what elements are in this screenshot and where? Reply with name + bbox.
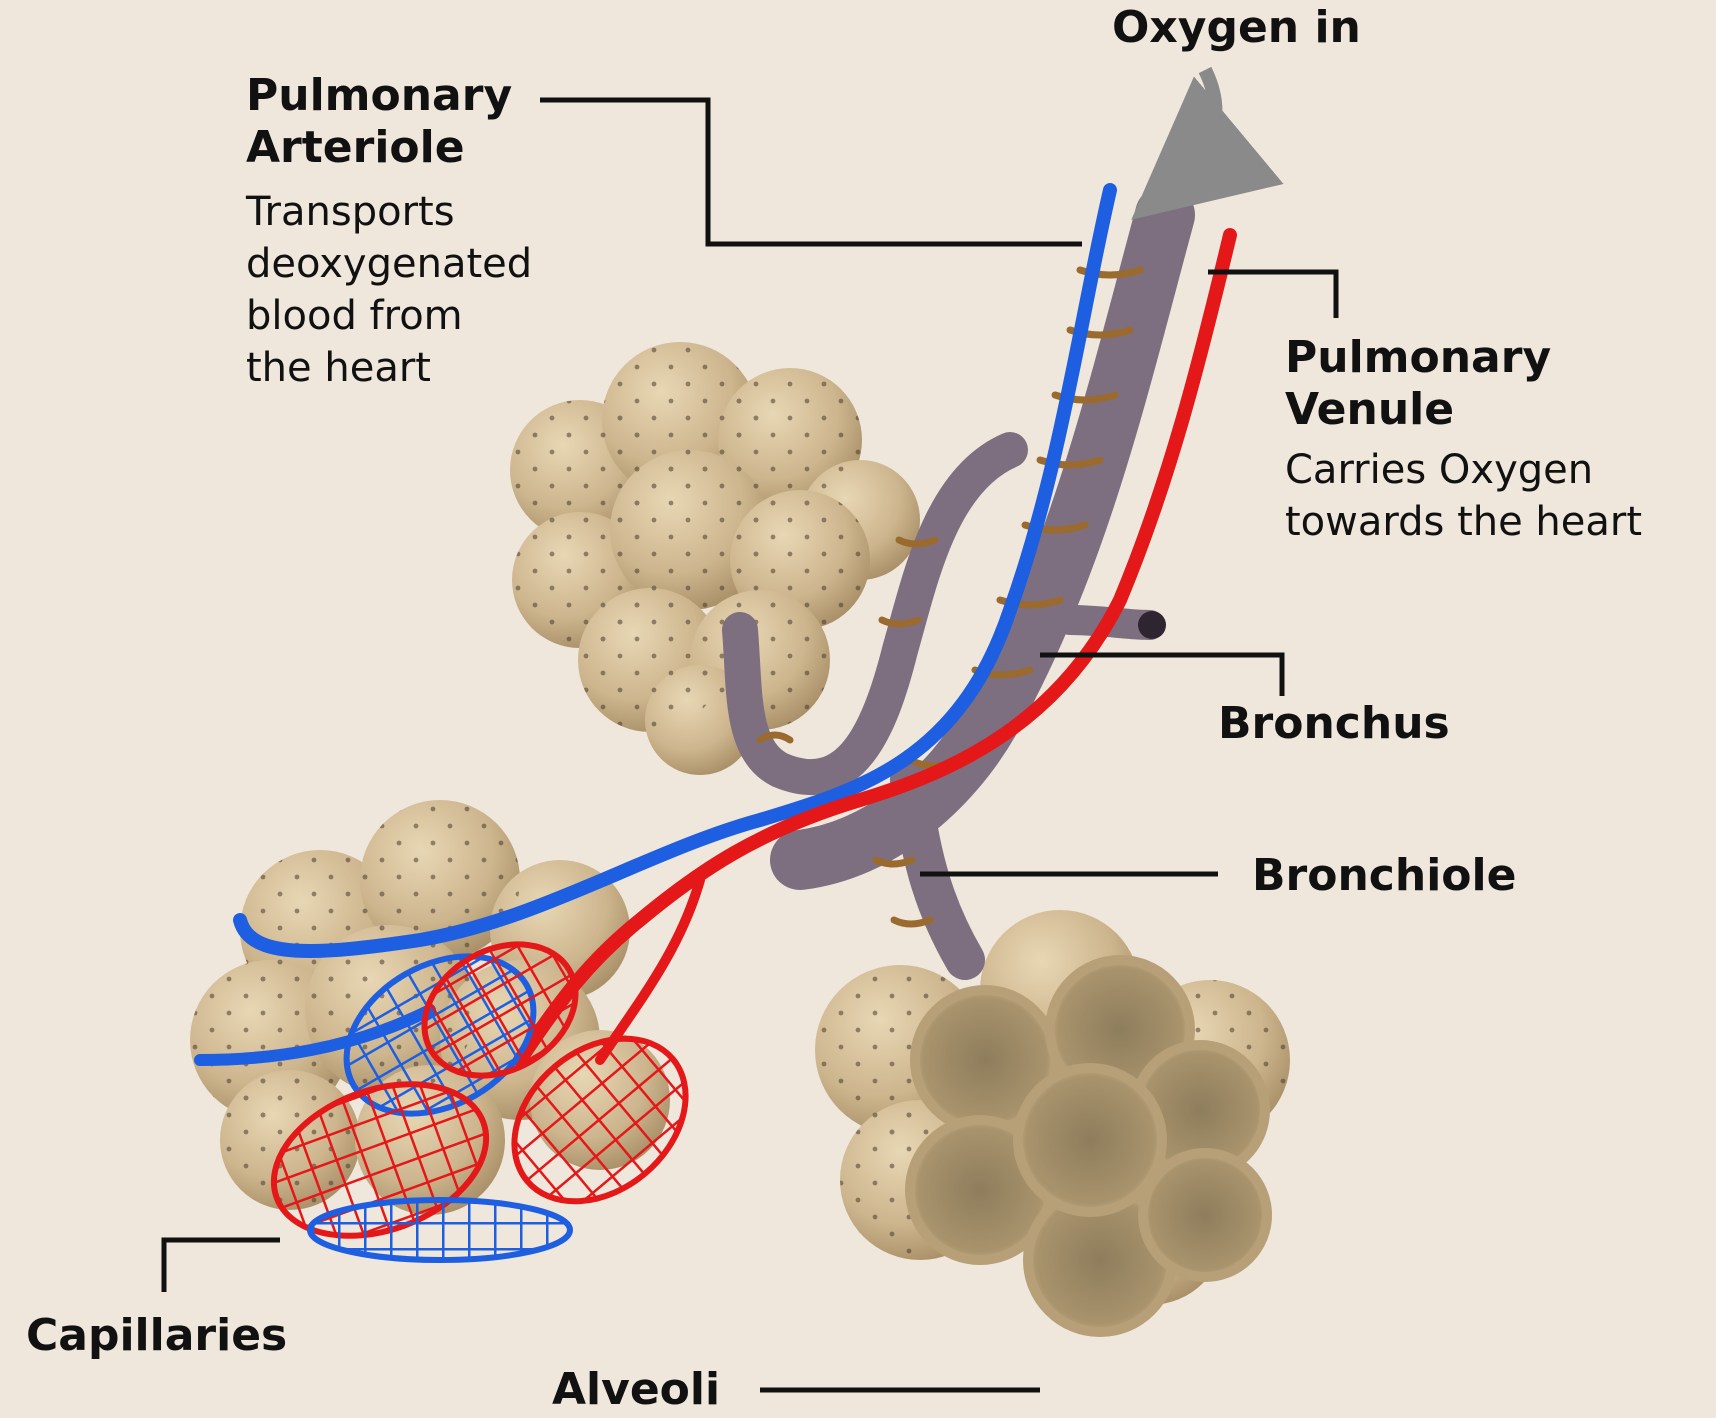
oxygen-in-arrow	[1185, 70, 1215, 175]
pulmonary-arteriole-title-line1: Pulmonary	[246, 70, 532, 122]
pulmonary-venule-label: Pulmonary Venule Carries Oxygen towards …	[1285, 332, 1642, 548]
pulmonary-venule-desc-line2: towards the heart	[1285, 496, 1642, 548]
pulmonary-venule-title-line1: Pulmonary	[1285, 332, 1642, 384]
pulmonary-arteriole-desc-line1: Transports	[246, 186, 532, 238]
pulmonary-arteriole-desc-line2: deoxygenated	[246, 238, 532, 290]
pulmonary-venule-title-line2: Venule	[1285, 384, 1642, 436]
pulmonary-arteriole-label: Pulmonary Arteriole Transports deoxygena…	[246, 70, 532, 394]
alveoli-label: Alveoli	[552, 1364, 720, 1416]
pulmonary-venule-desc-line1: Carries Oxygen	[1285, 444, 1642, 496]
bronchus-label: Bronchus	[1218, 698, 1450, 750]
pulmonary-arteriole-desc-line4: the heart	[246, 342, 532, 394]
leader-line-pulmonary-venule	[1208, 272, 1336, 318]
alveolar-cluster-top	[510, 342, 920, 775]
oxygen-in-label: Oxygen in	[1112, 2, 1361, 54]
alveolar-cluster-sectioned	[815, 910, 1290, 1332]
leader-line-pulmonary-arteriole	[540, 100, 1082, 244]
pulmonary-arteriole-title-line2: Arteriole	[246, 122, 532, 174]
leader-line-capillaries	[164, 1240, 280, 1292]
pulmonary-arteriole-desc-line3: blood from	[246, 290, 532, 342]
bronchiole-label: Bronchiole	[1252, 850, 1516, 902]
capillaries-label: Capillaries	[26, 1310, 287, 1362]
